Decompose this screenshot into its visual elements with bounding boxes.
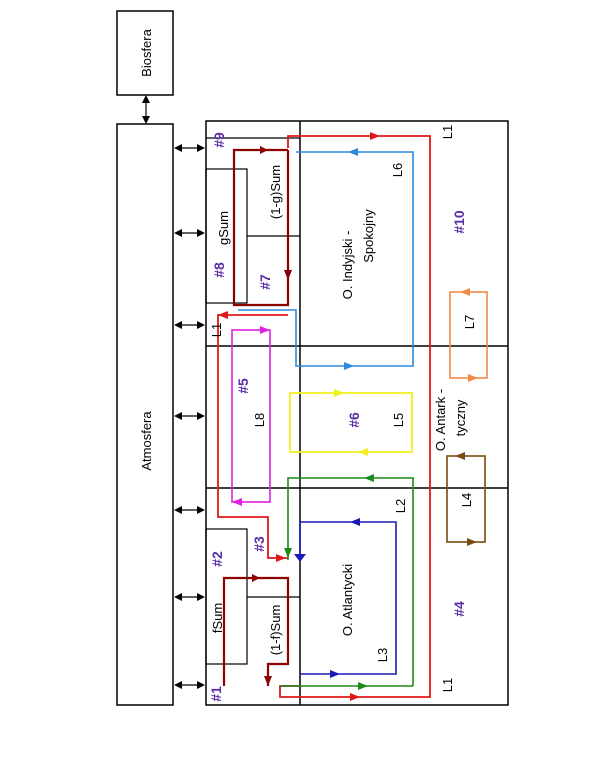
g1sum-label: (1-g)Sum: [268, 165, 283, 219]
region-number-1: #1: [208, 686, 224, 702]
region-number-10: #10: [451, 210, 467, 234]
loop-l8: [231, 326, 271, 506]
antarctic-label-2: tyczny: [453, 399, 468, 436]
loop-label-l6: L6: [390, 163, 405, 177]
atmosfera-label: Atmosfera: [139, 411, 154, 471]
loop-label-l2: L2: [393, 499, 408, 513]
loop-label-l5: L5: [391, 413, 406, 427]
loop-label-l1-top: L1: [440, 125, 455, 139]
exchange-arrows: [142, 95, 205, 689]
region-number-2: #2: [209, 551, 225, 567]
indian-pacific-label-2: Spokojny: [361, 209, 376, 263]
loop-label-l3: L3: [375, 648, 390, 662]
region-number-5: #5: [235, 378, 251, 394]
indian-pacific-label-1: O. Indyjski -: [340, 231, 355, 300]
loop-l5: [289, 389, 413, 456]
atlantic-label: O. Atlantycki: [340, 564, 355, 636]
fsum-label: fSum: [210, 603, 225, 633]
loop-l3: [294, 518, 397, 678]
loop-label-l1-mid: L1: [209, 323, 224, 337]
loop-l2: [280, 474, 414, 690]
loop-label-l1-bottom: L1: [440, 678, 455, 692]
region-number-6: #6: [346, 412, 362, 428]
region-number-3: #3: [251, 536, 267, 552]
region-number-8: #8: [211, 262, 227, 278]
loop-label-l8: L8: [252, 413, 267, 427]
f1sum-label: (1-f)Sum: [268, 605, 283, 656]
loop-l4: [446, 452, 486, 546]
sum-loops: [222, 148, 290, 686]
loop-label-l4: L4: [459, 493, 474, 507]
loop-l7: [449, 288, 488, 382]
atmosfera-box: [116, 123, 174, 706]
region-number-4: #4: [451, 601, 467, 617]
antarctic-label-1: O. Antark -: [433, 389, 448, 451]
region-number-9: #9: [211, 132, 227, 148]
loop-label-l7: L7: [462, 315, 477, 329]
gsum-label: gSum: [216, 211, 231, 245]
ocean-grid: [205, 120, 509, 706]
biosfera-label: Biosfera: [139, 28, 154, 76]
loop-l6: [238, 148, 414, 370]
biosfera-box: [116, 10, 174, 96]
region-number-7: #7: [257, 274, 273, 290]
